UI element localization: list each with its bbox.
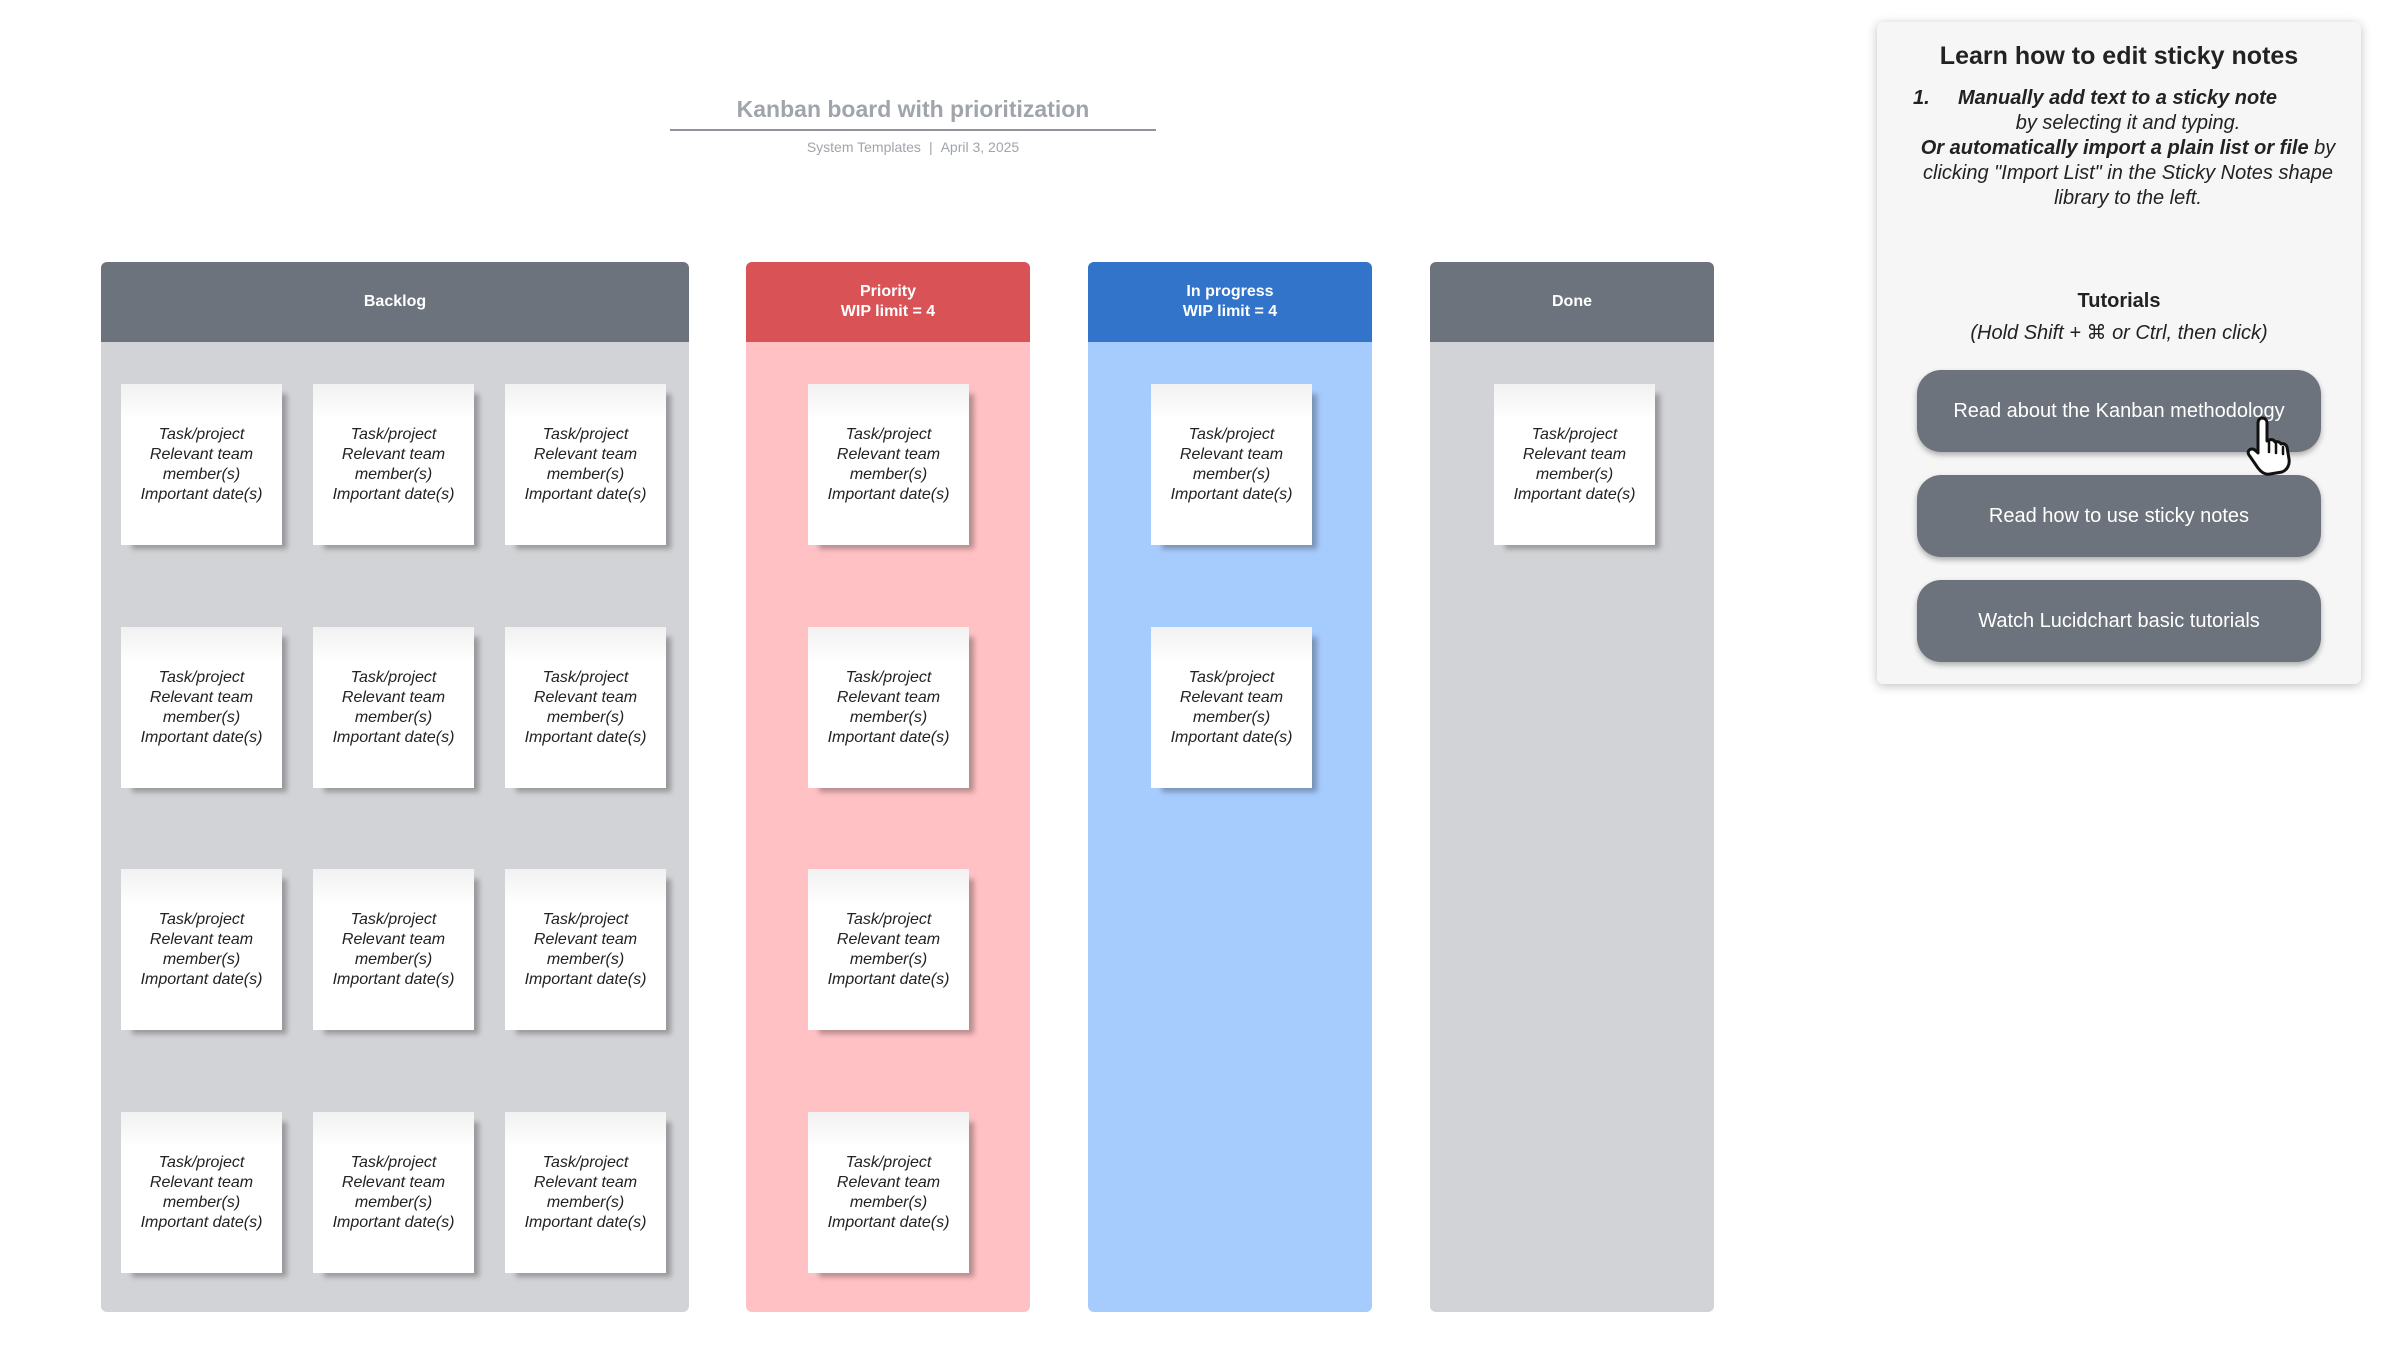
sticky-note[interactable]: Task/project Relevant team member(s) Imp… [808,1112,969,1273]
sticky-note[interactable]: Task/project Relevant team member(s) Imp… [121,627,282,788]
column-title: In progress [1186,283,1274,300]
kanban-methodology-button[interactable]: Read about the Kanban methodology [1917,370,2321,452]
help-panel: Learn how to edit sticky notes 1. Manual… [1877,22,2361,684]
column-title: Backlog [363,293,427,310]
column-wip-limit: WIP limit = 4 [840,303,936,320]
board-title[interactable]: Kanban board with prioritization [670,96,1156,131]
sticky-notes-help-button[interactable]: Read how to use sticky notes [1917,475,2321,557]
sticky-note[interactable]: Task/project Relevant team member(s) Imp… [313,384,474,545]
sticky-note[interactable]: Task/project Relevant team member(s) Imp… [505,1112,666,1273]
hand-pointer-icon [2246,416,2291,476]
sticky-note[interactable]: Task/project Relevant team member(s) Imp… [121,869,282,1030]
lucidchart-tutorials-button[interactable]: Watch Lucidchart basic tutorials [1917,580,2321,662]
sticky-note[interactable]: Task/project Relevant team member(s) Imp… [313,869,474,1030]
board-header: Kanban board with prioritization System … [670,96,1156,155]
column-wip-limit: WIP limit = 4 [1182,303,1278,320]
column-title: Done [1552,293,1592,310]
sticky-note[interactable]: Task/project Relevant team member(s) Imp… [505,627,666,788]
sticky-note[interactable]: Task/project Relevant team member(s) Imp… [808,627,969,788]
board-subtitle: System Templates | April 3, 2025 [670,139,1156,155]
sticky-note[interactable]: Task/project Relevant team member(s) Imp… [1494,384,1655,545]
step-text-1: by selecting it and typing. [2015,112,2241,134]
step-number: 1. [1913,87,1930,109]
sticky-note[interactable]: Task/project Relevant team member(s) Imp… [313,1112,474,1273]
column-title: Priority [859,283,916,300]
help-panel-title: Learn how to edit sticky notes [1939,42,2299,70]
subtitle-separator: | [928,139,933,155]
subtitle-date: April 3, 2025 [940,139,1020,155]
step-bold-2: Or automatically import a plain list or … [1920,137,2309,159]
sticky-note[interactable]: Task/project Relevant team member(s) Imp… [1151,384,1312,545]
step-text-2: by clicking "Import List" in the Sticky … [1923,137,2336,209]
column-header-in-progress[interactable]: In progress WIP limit = 4 [1088,262,1372,342]
step-bold-1: Manually add text to a sticky note [1958,87,2277,109]
tutorials-hint: (Hold Shift + ⌘ or Ctrl, then click) [1970,322,2268,344]
sticky-note[interactable]: Task/project Relevant team member(s) Imp… [505,384,666,545]
sticky-note[interactable]: Task/project Relevant team member(s) Imp… [313,627,474,788]
help-step-1: 1. Manually add text to a sticky note by… [1913,86,2343,211]
column-header-priority[interactable]: Priority WIP limit = 4 [746,262,1030,342]
subtitle-source: System Templates [806,139,921,155]
sticky-note[interactable]: Task/project Relevant team member(s) Imp… [121,1112,282,1273]
sticky-note[interactable]: Task/project Relevant team member(s) Imp… [808,384,969,545]
column-header-backlog[interactable]: Backlog [101,262,689,342]
column-header-done[interactable]: Done [1430,262,1714,342]
sticky-note[interactable]: Task/project Relevant team member(s) Imp… [808,869,969,1030]
tutorials-title: Tutorials [2077,290,2161,312]
sticky-note[interactable]: Task/project Relevant team member(s) Imp… [1151,627,1312,788]
sticky-note[interactable]: Task/project Relevant team member(s) Imp… [121,384,282,545]
sticky-note[interactable]: Task/project Relevant team member(s) Imp… [505,869,666,1030]
